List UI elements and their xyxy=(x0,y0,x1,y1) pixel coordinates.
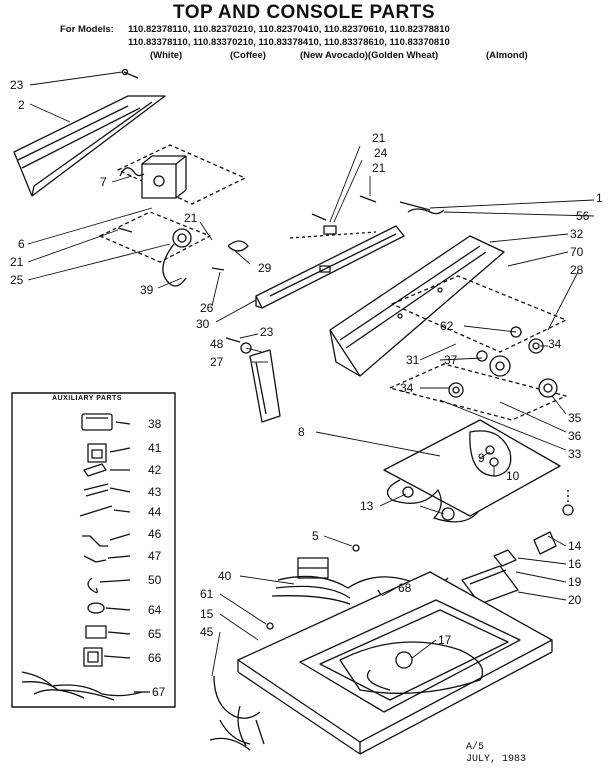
callout-33: 33 xyxy=(568,447,582,461)
screw-1 xyxy=(311,195,445,235)
control-knobs-group xyxy=(389,275,567,421)
callout-23-mid: 23 xyxy=(260,325,274,339)
callout-47: 47 xyxy=(148,549,162,563)
auxiliary-parts-title: AUXILIARY PARTS xyxy=(52,395,122,402)
color-white: (White) xyxy=(150,50,183,61)
callout-16: 16 xyxy=(568,557,582,571)
callout-56: 56 xyxy=(576,209,590,223)
callout-34-left: 34 xyxy=(400,381,414,395)
callout-21-lower: 21 xyxy=(372,161,386,175)
callout-21-left: 21 xyxy=(10,255,24,269)
callout-35: 35 xyxy=(568,411,582,425)
color-almond: (Almond) xyxy=(486,50,528,61)
callout-15: 15 xyxy=(200,607,214,621)
console-frame-bracket xyxy=(255,225,405,309)
callout-21-switch: 21 xyxy=(184,211,198,225)
callout-5: 5 xyxy=(312,529,319,543)
callout-1: 1 xyxy=(596,191,603,205)
callout-13: 13 xyxy=(360,499,374,513)
footer-code: A/5 xyxy=(466,742,485,753)
callout-62: 62 xyxy=(440,319,454,333)
callout-61: 61 xyxy=(200,587,214,601)
callout-65: 65 xyxy=(148,627,162,641)
callout-37: 37 xyxy=(444,353,458,367)
callout-19: 19 xyxy=(568,575,582,589)
callout-20: 20 xyxy=(568,593,582,607)
washer-top-frame xyxy=(237,571,553,755)
models-row-1: 110.82378110, 110.82370210, 110.82370410… xyxy=(128,24,450,35)
callout-30: 30 xyxy=(196,317,210,331)
callout-41: 41 xyxy=(148,441,162,455)
diagram-title: TOP AND CONSOLE PARTS xyxy=(172,2,436,23)
callout-31: 31 xyxy=(406,353,420,367)
callout-44: 44 xyxy=(148,505,162,519)
callout-27: 27 xyxy=(210,355,224,369)
lower-wiring xyxy=(209,675,265,751)
callout-21-upper: 21 xyxy=(372,131,386,145)
callout-45: 45 xyxy=(200,625,214,639)
selector-switch xyxy=(99,211,249,287)
callout-25: 25 xyxy=(10,273,24,287)
callout-64: 64 xyxy=(148,603,162,617)
models-label: For Models: xyxy=(60,24,114,35)
end-bracket xyxy=(225,337,281,423)
timer-assembly xyxy=(117,144,246,205)
callout-17: 17 xyxy=(438,633,452,647)
callout-46: 46 xyxy=(148,527,162,541)
callout-48: 48 xyxy=(210,337,224,351)
callout-70: 70 xyxy=(570,245,584,259)
callout-42: 42 xyxy=(148,463,162,477)
callout-9: 9 xyxy=(478,451,485,465)
auxiliary-parts-box xyxy=(11,392,176,708)
screw-23-top xyxy=(121,68,139,79)
callout-66: 66 xyxy=(148,651,162,665)
callout-40: 40 xyxy=(218,569,232,583)
footer-date: JULY, 1983 xyxy=(466,754,527,765)
callout-39: 39 xyxy=(140,283,154,297)
callout-32: 32 xyxy=(570,227,584,241)
callout-2: 2 xyxy=(18,98,25,112)
lid-switch-parts xyxy=(461,490,574,605)
callout-34-right: 34 xyxy=(548,337,562,351)
callout-43: 43 xyxy=(148,485,162,499)
color-coffee: (Coffee) xyxy=(230,50,266,61)
callout-14: 14 xyxy=(568,539,582,553)
color-avocado-wheat: (New Avocado)(Golden Wheat) xyxy=(300,50,439,61)
callout-29: 29 xyxy=(258,261,272,275)
callout-36: 36 xyxy=(568,429,582,443)
callout-38: 38 xyxy=(148,417,162,431)
callout-67: 67 xyxy=(152,685,166,699)
callout-68: 68 xyxy=(398,581,412,595)
callout-8: 8 xyxy=(298,425,305,439)
models-row-2: 110.83378110, 110.83370210, 110.83378410… xyxy=(128,37,450,48)
callout-10: 10 xyxy=(506,469,520,483)
callout-28: 28 xyxy=(570,263,584,277)
console-main-panel xyxy=(329,235,505,377)
top-cover-plate xyxy=(383,419,561,523)
callout-50: 50 xyxy=(148,573,162,587)
console-back-panel xyxy=(13,95,166,197)
callout-6: 6 xyxy=(18,237,25,251)
callout-7: 7 xyxy=(100,175,107,189)
callout-24: 24 xyxy=(374,146,388,160)
callout-23-top: 23 xyxy=(10,78,24,92)
callout-26: 26 xyxy=(200,301,214,315)
